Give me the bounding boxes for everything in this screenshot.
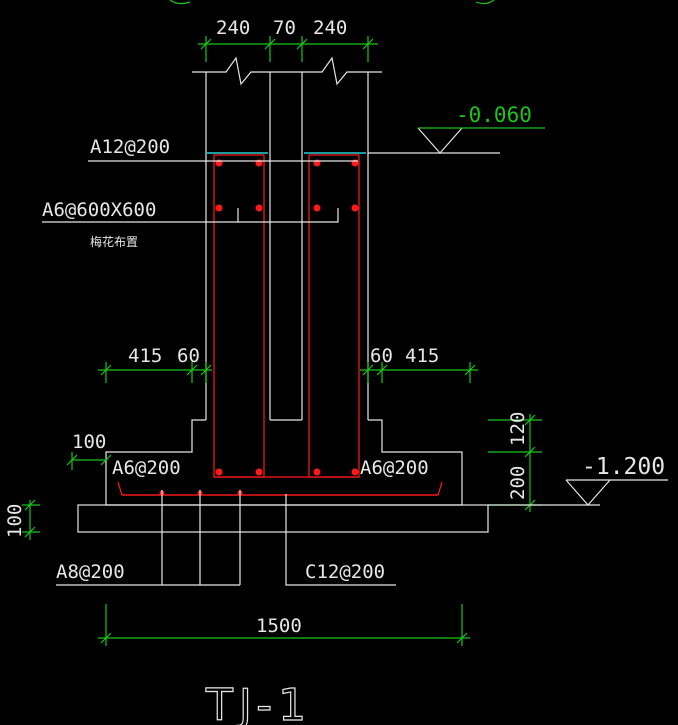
dim-top-left: 240: [216, 17, 250, 39]
top-arc-right: [475, 0, 495, 5]
label-a12: A12@200: [90, 136, 170, 158]
elevation-mark-upper: [368, 127, 545, 154]
leader-a6-grid-right: [238, 208, 339, 223]
top-arc-left: [169, 0, 191, 5]
leader-a8: [56, 490, 241, 586]
dim-edge-100: 100: [72, 431, 106, 453]
dim-bottom-1500: 1500: [256, 615, 302, 637]
dim-step-left-inner: 60: [177, 345, 200, 367]
step-dimension-right: [360, 362, 478, 383]
dim-step-right-outer: 415: [405, 345, 439, 367]
top-dimension-line: [198, 36, 378, 62]
label-a6-right: A6@200: [360, 457, 429, 479]
rebar-cage: [117, 154, 443, 496]
edge-dimension-100: [66, 452, 112, 470]
elevation-lower: -1.200: [582, 454, 665, 480]
right-vertical-dimension: [488, 414, 542, 512]
drawing-title: TJ-1: [205, 680, 312, 725]
rebar-dots: [159, 159, 359, 496]
bottom-dimension-100: [22, 499, 40, 540]
wall-outline: [205, 72, 369, 421]
dim-top-right: 240: [313, 17, 347, 39]
leader-c12: [285, 494, 396, 586]
wall-break-line: [192, 56, 382, 86]
label-a6-left: A6@200: [112, 457, 181, 479]
step-dimension-left: [98, 362, 212, 383]
dim-step-left-outer: 415: [128, 345, 162, 367]
dim-bottom-100: 100: [4, 504, 26, 538]
label-a6-grid: A6@600X600: [42, 199, 156, 221]
elevation-mark-lower: [488, 479, 668, 506]
label-grid-note: 梅花布置: [90, 234, 138, 249]
dim-step-right-inner: 60: [370, 345, 393, 367]
bottom-dimension-1500: [98, 604, 470, 646]
dim-right-120: 120: [507, 412, 529, 446]
elevation-upper: -0.060: [456, 103, 532, 127]
label-c12: C12@200: [305, 561, 385, 583]
dim-right-200: 200: [507, 466, 529, 500]
label-a8: A8@200: [56, 561, 125, 583]
dim-top-mid: 70: [273, 17, 296, 39]
foundation-outline: [77, 419, 489, 533]
